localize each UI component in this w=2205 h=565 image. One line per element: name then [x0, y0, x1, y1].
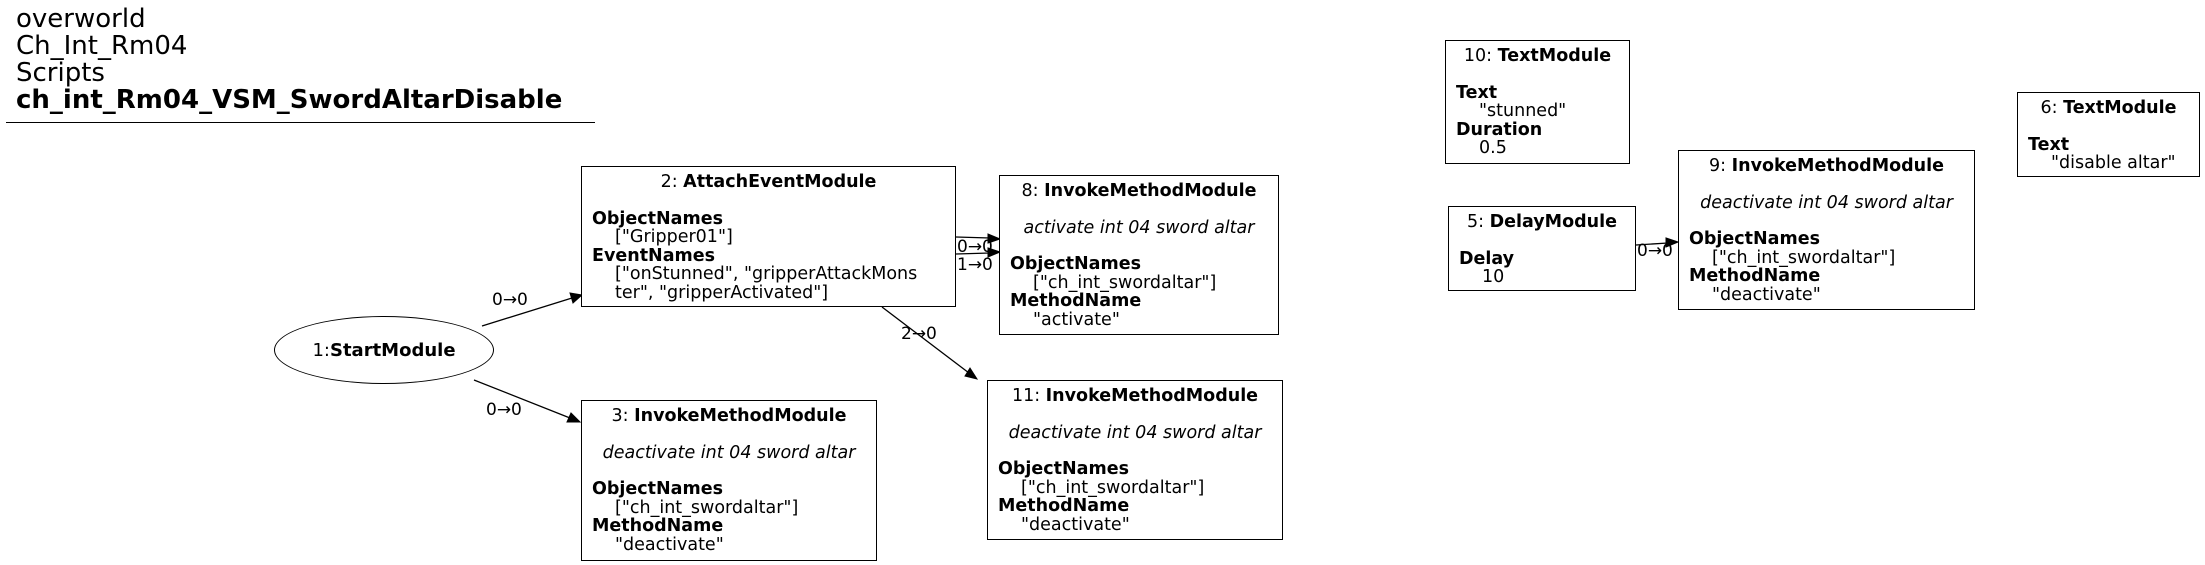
header-script-name: ch_int_Rm04_VSM_SwordAltarDisable	[16, 85, 563, 115]
node-title: 8: InvokeMethodModule	[1010, 182, 1268, 201]
node-number: 11:	[1011, 386, 1046, 406]
edge-label: 0→0	[957, 237, 993, 257]
node-type: InvokeMethodModule	[1044, 181, 1257, 201]
node-delay-module[interactable]: 5: DelayModule Delay 10	[1448, 206, 1636, 291]
node-text-module-10[interactable]: 10: TextModule Text "stunned" Duration 0…	[1445, 40, 1630, 164]
node-invoke-method-module-8[interactable]: 8: InvokeMethodModule activate int 04 sw…	[999, 175, 1279, 335]
node-type: InvokeMethodModule	[1045, 386, 1259, 406]
node-number: 9:	[1709, 156, 1732, 176]
node-number: 5:	[1467, 212, 1490, 232]
node-invoke-method-module-3[interactable]: 3: InvokeMethodModule deactivate int 04 …	[581, 400, 877, 561]
prop-value: "stunned"	[1479, 101, 1567, 121]
node-type: TextModule	[1497, 46, 1612, 66]
node-description: deactivate int 04 sword altar	[1008, 422, 1262, 443]
node-properties: Text "disable altar"	[2028, 134, 2189, 173]
prop-name: ObjectNames	[1010, 254, 1141, 274]
node-description: deactivate int 04 sword altar	[602, 442, 856, 463]
prop-value: ["ch_int_swordaltar"]	[1712, 247, 1896, 268]
prop-value: "deactivate"	[1021, 514, 1130, 535]
node-properties: ObjectNames ["Gripper01"] EventNames ["o…	[592, 208, 945, 303]
edge-2-8-b: 1→0	[955, 247, 1002, 275]
node-description: activate int 04 sword altar	[1023, 217, 1255, 238]
node-start-module[interactable]: 1: StartModule	[274, 316, 494, 384]
node-title: 6: TextModule	[2028, 99, 2189, 118]
edge-1-2: 0→0	[481, 290, 584, 327]
edge-label: 0→0	[492, 290, 528, 310]
node-properties: ObjectNames ["ch_int_swordaltar"] Method…	[592, 480, 866, 554]
prop-value: ["ch_int_swordaltar"]	[615, 497, 799, 518]
node-properties: ObjectNames ["ch_int_swordaltar"] Method…	[1010, 255, 1268, 329]
node-number: 6:	[2040, 98, 2064, 118]
node-type: InvokeMethodModule	[634, 406, 847, 426]
prop-name: ObjectNames	[998, 459, 1129, 479]
node-title: 5: DelayModule	[1459, 213, 1625, 232]
node-type: DelayModule	[1489, 212, 1617, 232]
prop-name: MethodName	[592, 516, 724, 536]
graph-header: overworld Ch_Int_Rm04 Scripts ch_int_Rm0…	[16, 6, 562, 114]
node-type: InvokeMethodModule	[1731, 156, 1944, 176]
edge-label: 1→0	[957, 255, 993, 275]
node-title: 9: InvokeMethodModule	[1689, 157, 1964, 176]
node-number: 2:	[660, 172, 684, 192]
node-title: 3: InvokeMethodModule	[592, 407, 866, 426]
node-type: AttachEventModule	[683, 172, 877, 192]
prop-value: ["Gripper01"]	[615, 227, 733, 247]
node-invoke-method-module-11[interactable]: 11: InvokeMethodModule deactivate int 04…	[987, 380, 1283, 540]
prop-name: Duration	[1456, 119, 1543, 140]
edge-label: 2→0	[901, 324, 937, 344]
prop-value: "deactivate"	[615, 534, 724, 555]
edge-2-11: 2→0	[881, 306, 979, 380]
prop-value: "deactivate"	[1712, 284, 1821, 305]
prop-name: MethodName	[998, 496, 1130, 516]
header-world: overworld	[16, 4, 146, 34]
edge-label: 0→0	[1637, 241, 1673, 261]
node-number: 8:	[1021, 181, 1045, 201]
node-number: 10:	[1463, 46, 1498, 66]
header-room: Ch_Int_Rm04	[16, 31, 188, 61]
prop-name: EventNames	[592, 245, 716, 266]
prop-value: ["ch_int_swordaltar"]	[1033, 272, 1217, 293]
node-title: 11: InvokeMethodModule	[998, 387, 1272, 406]
node-number: 3:	[611, 406, 635, 426]
node-description: deactivate int 04 sword altar	[1700, 192, 1953, 213]
node-invoke-method-module-9[interactable]: 9: InvokeMethodModule deactivate int 04 …	[1678, 150, 1975, 310]
edge-5-9: 0→0	[1635, 237, 1680, 261]
header-underline	[6, 122, 595, 123]
node-properties: Text "stunned" Duration 0.5	[1456, 82, 1619, 158]
header-category: Scripts	[16, 58, 105, 88]
node-type: StartModule	[329, 339, 456, 361]
prop-name: MethodName	[1010, 291, 1142, 311]
node-attach-event-module[interactable]: 2: AttachEventModule ObjectNames ["Gripp…	[581, 166, 956, 307]
prop-name: ObjectNames	[1689, 229, 1820, 249]
node-type: TextModule	[2063, 98, 2177, 118]
node-title: 10: TextModule	[1456, 47, 1619, 66]
prop-name: Text	[1456, 82, 1498, 103]
node-number: 1:	[312, 339, 330, 361]
prop-value: ["ch_int_swordaltar"]	[1021, 477, 1205, 498]
edge-label: 0→0	[486, 400, 522, 420]
prop-name: MethodName	[1689, 266, 1821, 286]
node-properties: ObjectNames ["ch_int_swordaltar"] Method…	[1689, 230, 1964, 304]
prop-name: ObjectNames	[592, 479, 723, 499]
node-text-module-6[interactable]: 6: TextModule Text "disable altar"	[2017, 92, 2200, 177]
edge-2-8-a: 0→0	[955, 233, 1002, 257]
prop-name: Delay	[1459, 248, 1515, 269]
edge-1-3: 0→0	[473, 379, 582, 423]
prop-value: "activate"	[1033, 309, 1120, 330]
prop-value: 10	[1482, 267, 1505, 287]
prop-name: Text	[2028, 134, 2070, 155]
prop-name: ObjectNames	[592, 208, 723, 229]
prop-value: "disable altar"	[2051, 153, 2176, 173]
node-properties: ObjectNames ["ch_int_swordaltar"] Method…	[998, 460, 1272, 534]
prop-value: 0.5	[1479, 138, 1507, 158]
node-properties: Delay 10	[1459, 248, 1625, 287]
prop-value: ["onStunned", "gripperAttackMons ter", "…	[615, 264, 918, 303]
node-title: 2: AttachEventModule	[592, 173, 945, 192]
